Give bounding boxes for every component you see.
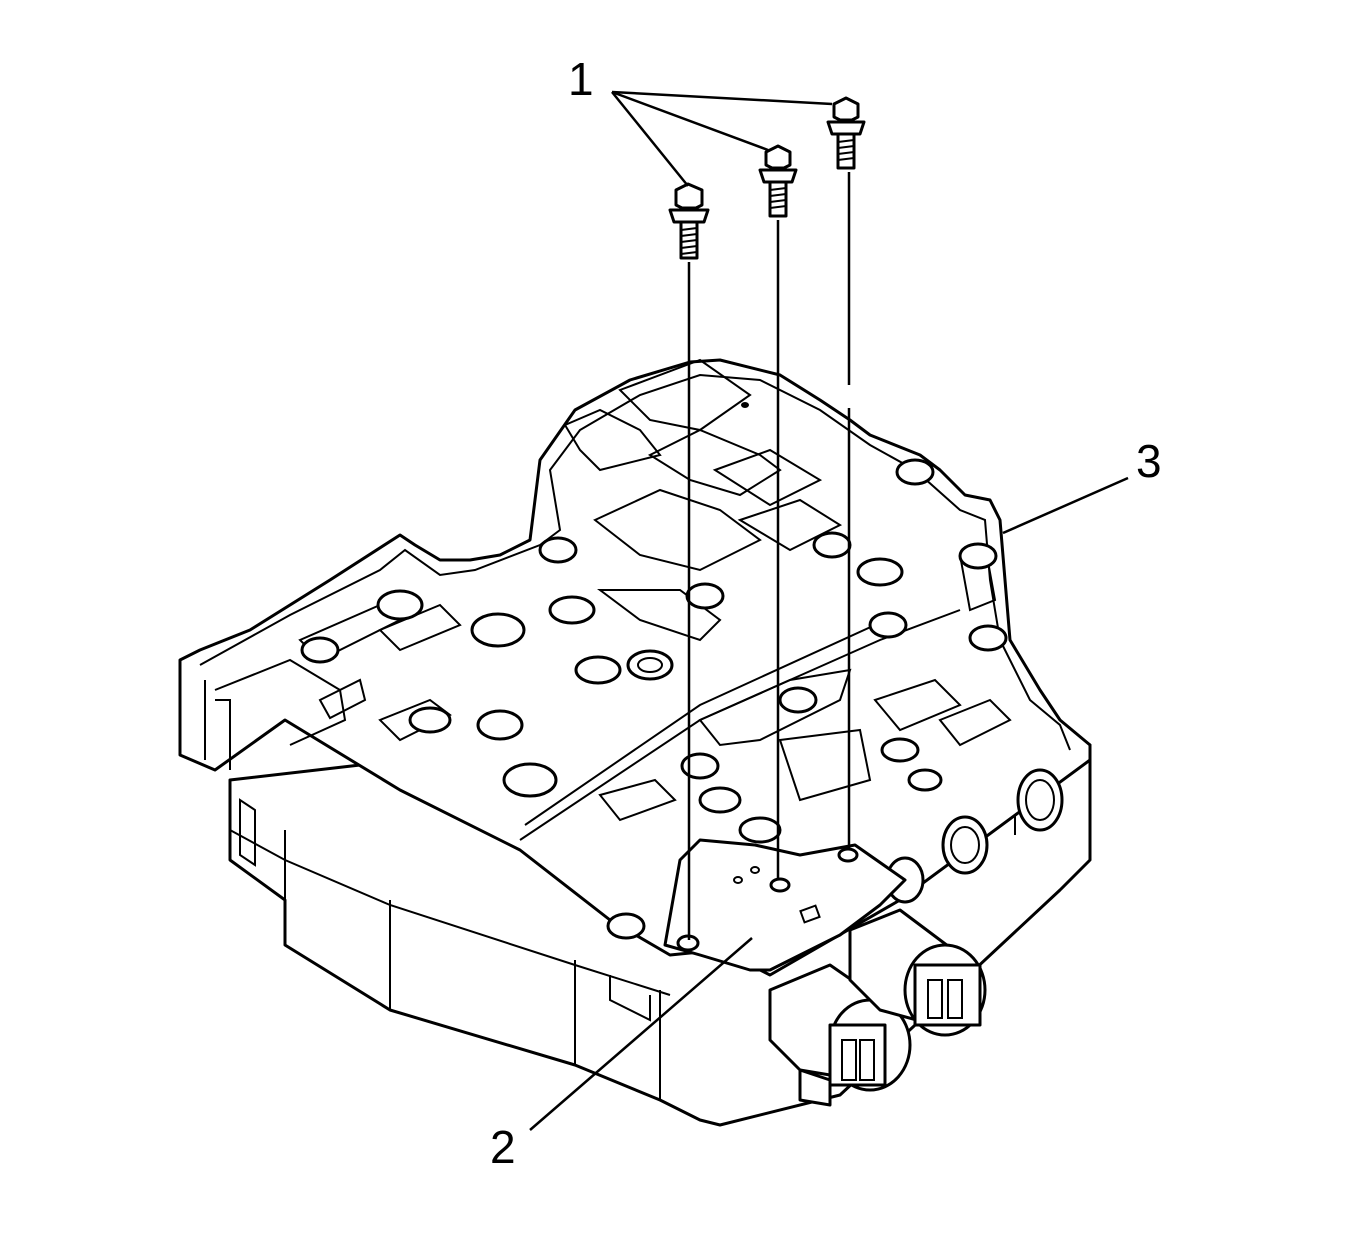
body-screws bbox=[300, 402, 1008, 940]
solenoid-rear bbox=[848, 908, 987, 1037]
callout-2-label: 2 bbox=[490, 1121, 516, 1173]
callout-leaders bbox=[529, 90, 1129, 1131]
alignment-lines bbox=[687, 172, 851, 940]
valve-body bbox=[178, 358, 1092, 1127]
bolt-middle bbox=[758, 144, 798, 218]
solenoid-bracket bbox=[663, 838, 907, 972]
bolt-right bbox=[826, 96, 866, 170]
callout-3-label: 3 bbox=[1136, 435, 1162, 487]
callout-1-label: 1 bbox=[568, 53, 594, 105]
bolt-left bbox=[668, 182, 710, 260]
